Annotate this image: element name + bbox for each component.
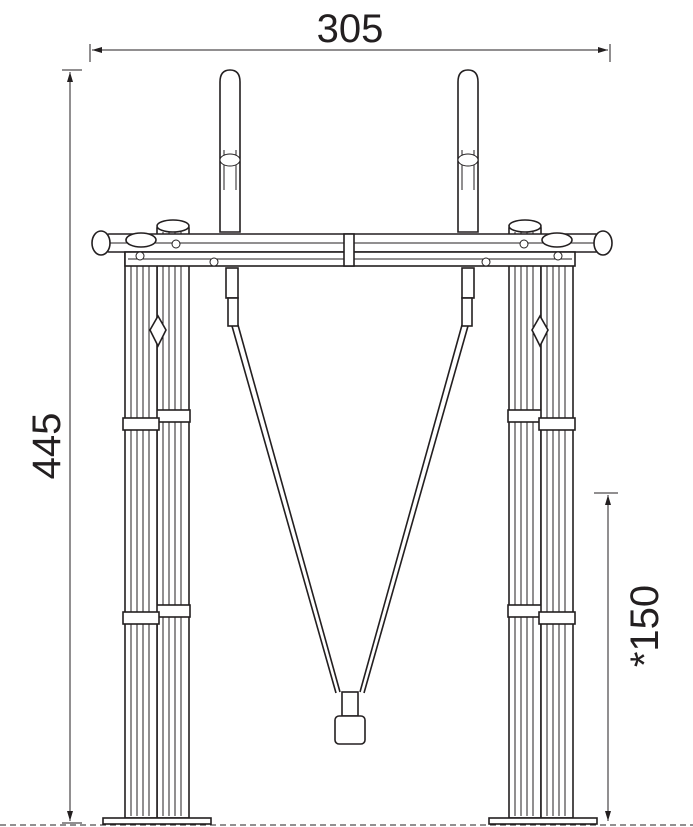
left-handle	[219, 69, 241, 233]
top-beam	[91, 230, 613, 267]
left-rear-post	[155, 219, 191, 819]
right-chain	[359, 267, 475, 694]
width-dimension: 305	[89, 7, 611, 62]
left-bracket	[149, 314, 167, 348]
right-handle	[457, 69, 479, 233]
right-rear-post	[507, 219, 543, 819]
left-base-plate	[102, 817, 212, 825]
left-front-post	[122, 249, 160, 819]
swing-seat	[334, 691, 366, 745]
right-base-plate	[488, 817, 598, 825]
width-dimension-label: 305	[317, 7, 384, 51]
free-height-dimension-label: *150	[623, 585, 667, 667]
height-dimension: 445	[25, 69, 82, 824]
free-height-dimension: *150	[594, 492, 667, 821]
right-bracket	[531, 314, 549, 348]
left-chain	[225, 267, 341, 694]
height-dimension-label: 445	[25, 413, 69, 480]
